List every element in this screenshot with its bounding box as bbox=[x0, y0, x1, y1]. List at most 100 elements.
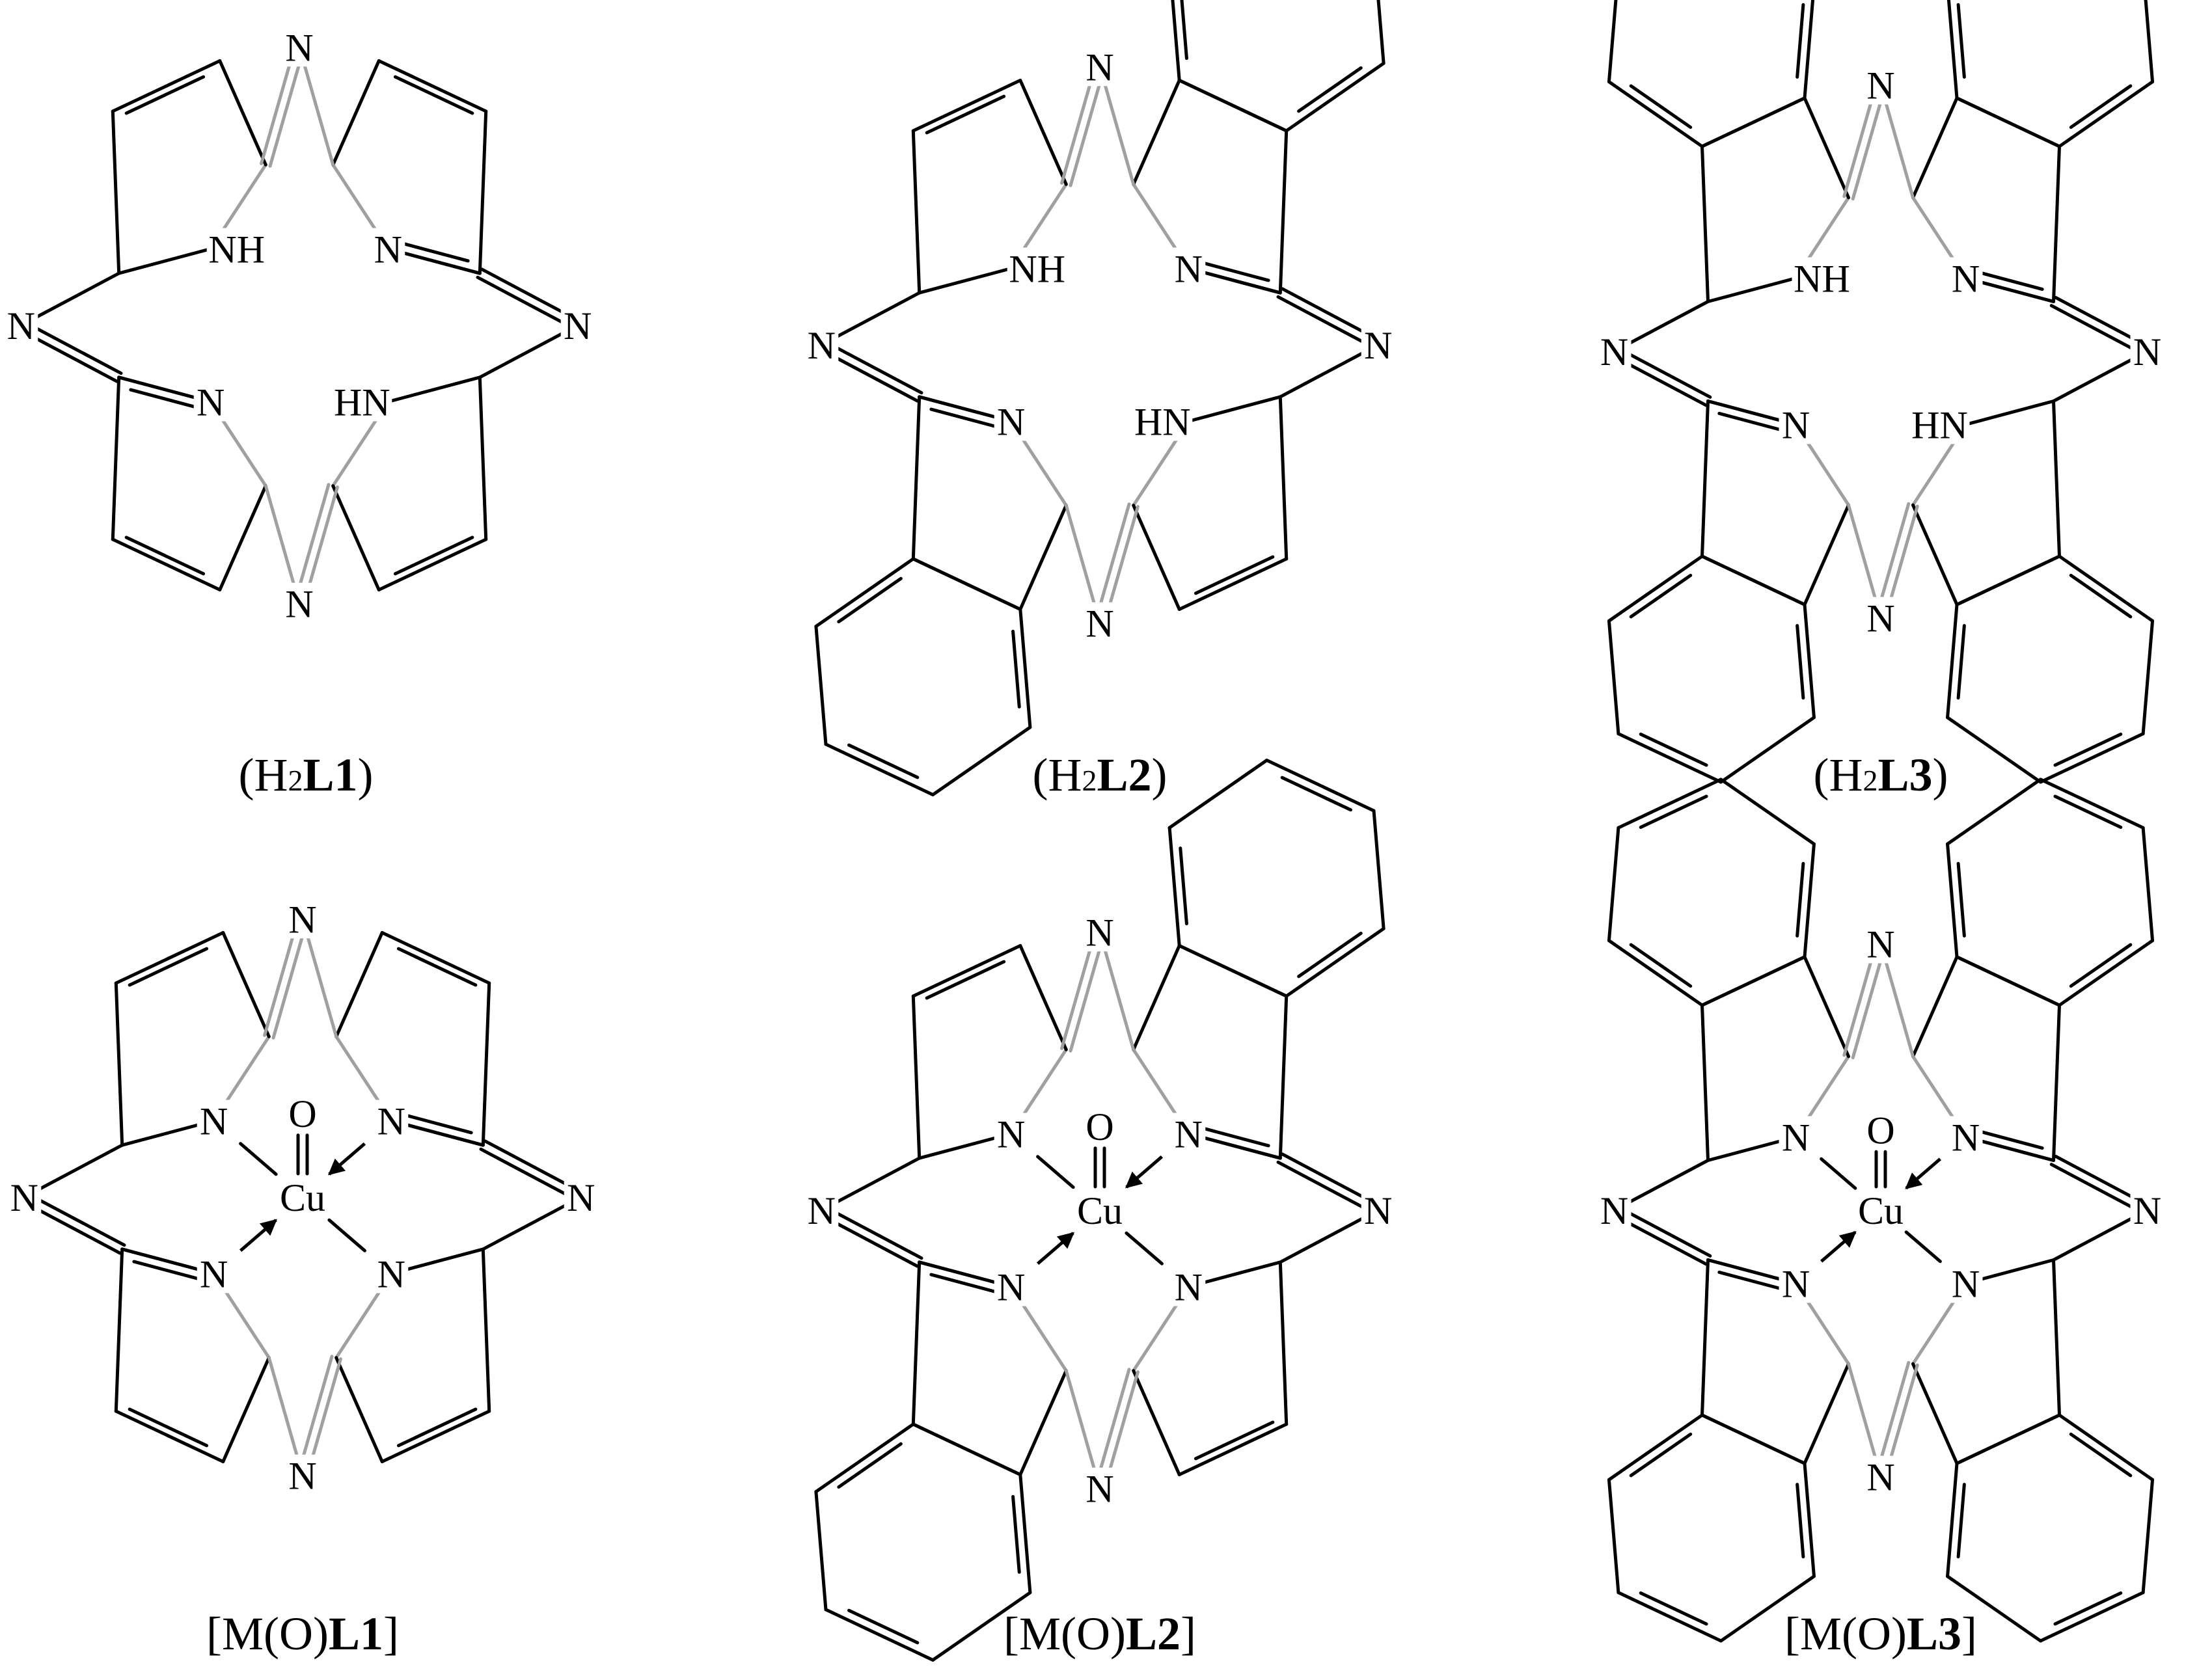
pyrrole-nitrogen: N bbox=[377, 1253, 405, 1296]
bond bbox=[814, 557, 915, 628]
bond bbox=[114, 1409, 225, 1464]
bond bbox=[1607, 554, 1704, 623]
double-bond bbox=[929, 407, 999, 429]
bond bbox=[478, 109, 488, 275]
bond bbox=[2141, 619, 2155, 736]
caption-mol2: [M(O)L2] bbox=[1004, 1608, 1196, 1660]
double-bond bbox=[129, 388, 198, 409]
double-bond bbox=[268, 46, 306, 168]
bond bbox=[380, 1409, 491, 1464]
meso-nitrogen: N bbox=[1086, 46, 1113, 88]
double-bond bbox=[2053, 732, 2123, 767]
bond bbox=[1098, 930, 1136, 1051]
bond bbox=[221, 1356, 271, 1464]
bond bbox=[2039, 732, 2145, 784]
label-mask bbox=[1864, 923, 1898, 964]
label-mask bbox=[374, 1252, 409, 1293]
double-bond bbox=[1851, 943, 1887, 1060]
label-mask bbox=[1083, 1189, 1117, 1230]
pyrrole-nitrogen: N bbox=[1175, 248, 1203, 291]
bond bbox=[1607, 619, 1620, 736]
bond bbox=[2052, 399, 2061, 558]
double-bond bbox=[2069, 573, 2133, 619]
pyrrole-nitrogen: HN bbox=[1134, 401, 1191, 444]
label-mask bbox=[564, 1176, 598, 1217]
double-bond bbox=[925, 960, 1006, 1000]
double-bond bbox=[1093, 502, 1131, 624]
bond bbox=[1803, 1362, 1850, 1465]
bond bbox=[221, 930, 271, 1038]
bond bbox=[1911, 96, 1959, 200]
bond bbox=[1607, 1478, 1620, 1595]
bond bbox=[911, 78, 1022, 133]
double-bond bbox=[1179, 846, 1188, 926]
double-bond bbox=[1201, 1126, 1270, 1148]
pyrrole-nitrogen: N bbox=[1952, 258, 1980, 301]
coordination-arrow bbox=[239, 1219, 278, 1252]
label-mask bbox=[1132, 400, 1193, 441]
benzene-ring bbox=[1607, 777, 1816, 1007]
label-mask bbox=[1909, 403, 1970, 444]
bond bbox=[1018, 1369, 1068, 1477]
double-bond bbox=[1276, 295, 1378, 351]
bond bbox=[911, 557, 1022, 612]
bond bbox=[301, 917, 338, 1038]
double-bond bbox=[1194, 555, 1275, 595]
double-bond bbox=[1977, 271, 2044, 291]
bond bbox=[331, 59, 381, 167]
bond bbox=[1955, 96, 2061, 148]
bond bbox=[1911, 503, 1959, 606]
pyrrole-nitrogen: N bbox=[997, 1266, 1025, 1309]
label-mask bbox=[2130, 331, 2164, 371]
double-bond bbox=[1639, 794, 1708, 830]
bond bbox=[1607, 939, 1704, 1007]
bond bbox=[1177, 557, 1289, 612]
double-bond bbox=[296, 1355, 334, 1476]
double-bond bbox=[393, 75, 474, 115]
double-bond bbox=[1956, 624, 1966, 700]
bond bbox=[1167, 826, 1181, 947]
bond bbox=[335, 930, 384, 1038]
double-bond bbox=[1851, 84, 1887, 201]
cu-n-bond bbox=[327, 1218, 366, 1252]
bond bbox=[1278, 1260, 1289, 1426]
double-bond bbox=[1069, 931, 1106, 1053]
coordination-arrow bbox=[1125, 1155, 1164, 1189]
double-bond bbox=[1629, 84, 1693, 129]
double-bond bbox=[1796, 3, 1805, 79]
meso-nitrogen: N bbox=[2133, 331, 2161, 373]
bond bbox=[1946, 1575, 2043, 1643]
bond bbox=[1803, 0, 1815, 100]
double-bond bbox=[396, 947, 478, 987]
pyrrole-nitrogen: N bbox=[374, 228, 402, 271]
pyrrole-nitrogen: NH bbox=[1009, 248, 1065, 291]
bond bbox=[1018, 943, 1068, 1051]
double-bond bbox=[925, 94, 1006, 135]
oxo-oxygen: O bbox=[1086, 1105, 1113, 1148]
bond bbox=[1617, 777, 1723, 830]
pyrrole-nitrogen: NH bbox=[208, 228, 265, 271]
bond bbox=[2052, 144, 2061, 303]
bond bbox=[1700, 1413, 1807, 1465]
bond bbox=[1946, 0, 1959, 100]
bond bbox=[1803, 503, 1850, 606]
bond bbox=[1719, 777, 1816, 846]
bond bbox=[1803, 1461, 1816, 1578]
label-mask bbox=[1864, 1109, 1898, 1150]
double-bond bbox=[1956, 3, 1966, 79]
pyrrole-nitrogen: N bbox=[1782, 1116, 1810, 1159]
benzene-ring bbox=[814, 1422, 1032, 1662]
meso-nitrogen: N bbox=[1086, 602, 1113, 645]
double-bond bbox=[479, 1147, 580, 1203]
label-mask bbox=[4, 304, 38, 345]
double-bond bbox=[1639, 1591, 1708, 1626]
bond bbox=[931, 725, 1032, 796]
meso-nitrogen: N bbox=[288, 898, 316, 941]
label-mask bbox=[197, 1100, 231, 1141]
bond bbox=[1700, 1003, 1710, 1162]
label-mask bbox=[1171, 247, 1206, 288]
double-bond bbox=[1276, 1160, 1378, 1216]
bond bbox=[911, 994, 922, 1160]
